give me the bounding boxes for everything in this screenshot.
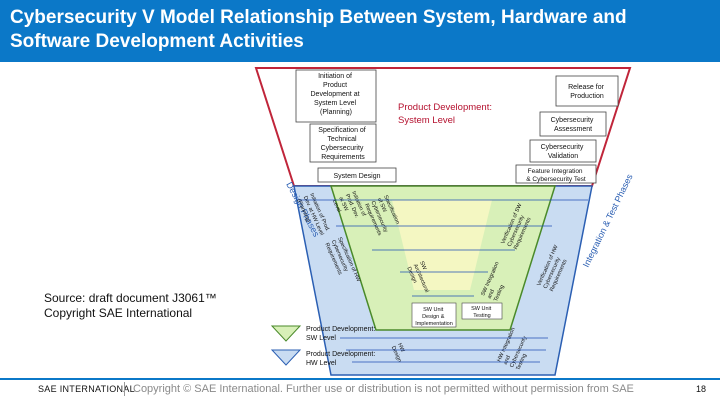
source-line: Source: draft document J3061™ (44, 291, 217, 305)
legend-hw-text: Product Development: HW Level (306, 351, 377, 367)
page-number: 18 (695, 384, 706, 394)
slide-title: Cybersecurity V Model Relationship Betwe… (10, 6, 710, 54)
box-feature-integration (515, 164, 597, 184)
box-release-text: Release for Production (568, 84, 606, 100)
footer-divider (124, 382, 125, 396)
box-system-design (317, 167, 397, 183)
legend-sw-text: Product Development: SW Level (306, 326, 377, 342)
box-feature-integration-text: Feature Integration & Cybersecurity Test (526, 168, 586, 183)
box-validation (529, 139, 597, 163)
copyright-line: Copyright SAE International (44, 306, 193, 320)
footer-org: SAE INTERNATIONAL (38, 384, 135, 394)
sw-inner-region (392, 200, 492, 290)
slide-title-line2: Software Development Activities (10, 31, 304, 52)
box-release (555, 75, 619, 107)
box-assessment-text: Cybersecurity Assessment (551, 117, 596, 133)
box-sw-unit-testing (461, 302, 503, 320)
system-level-label: Product Development: System Level (398, 102, 495, 126)
box-assessment (539, 111, 607, 137)
title-bar (0, 0, 720, 62)
box-sw-unit-design (411, 302, 457, 328)
box-validation-text: Cybersecurity Validation (541, 144, 586, 160)
box-sw-unit-testing-text: SW Unit Testing (471, 306, 493, 319)
box-spec-technical (309, 123, 377, 163)
verification-arrows (300, 199, 588, 363)
box-initiation-system-text: Initiation of Product Development at Sys… (311, 73, 362, 116)
footer-rule (0, 378, 720, 380)
hw-verification-text: Verification of HW Cybersecurity Require… (536, 243, 573, 292)
footer-copyright: Copyright © SAE International. Further u… (133, 383, 634, 395)
box-sw-unit-design-text: SW Unit Design & Implementation (415, 307, 453, 327)
box-spec-technical-text: Specification of Technical Cybersecurity… (318, 127, 367, 161)
slide-title-line1: Cybersecurity V Model Relationship Betwe… (10, 7, 627, 28)
source-note: Source: draft document J3061™ Copyright … (44, 291, 217, 321)
legend-sw-swatch (270, 325, 302, 342)
box-system-design-text: System Design (333, 173, 380, 180)
legend-hw-swatch (270, 349, 302, 366)
box-initiation-system (295, 69, 377, 123)
